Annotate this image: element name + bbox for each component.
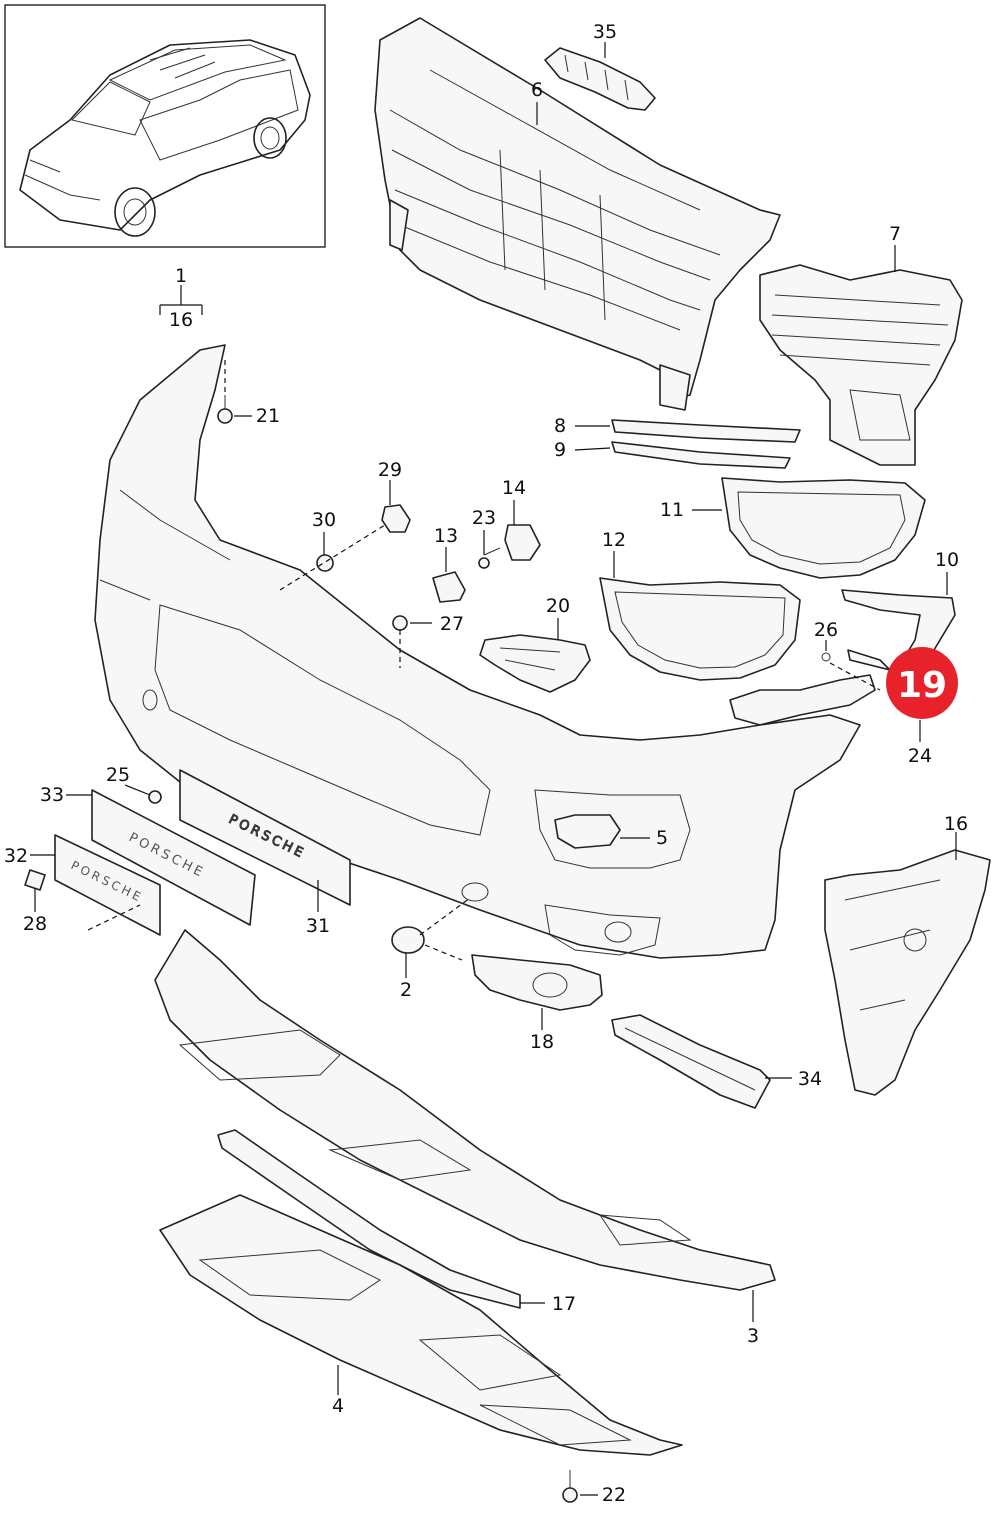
highlight-callout-19: 19 — [886, 647, 958, 719]
part-label: 21 — [256, 405, 280, 427]
dashed-alignment-lines — [87, 360, 881, 961]
part-22-screw — [562, 1470, 578, 1503]
part-label: 5 — [656, 827, 668, 849]
part-16-side-bracket — [824, 849, 991, 1096]
part-number-labels: 1 2 3 4 5 6 7 8 9 10 11 12 13 14 16 16 1… — [4, 21, 968, 1506]
part-34-strip — [611, 1014, 771, 1109]
part-label: 33 — [40, 784, 64, 806]
part-label: 9 — [554, 439, 566, 461]
highlight-circle — [886, 647, 958, 719]
part-label: 20 — [546, 595, 570, 617]
part-2-tow-cap — [391, 926, 425, 954]
part-label: 18 — [530, 1031, 554, 1053]
part-18-fog-frame — [471, 954, 603, 1011]
part-label: 23 — [472, 507, 496, 529]
part-12-headlight-frame — [599, 577, 801, 681]
part-label: 12 — [602, 529, 626, 551]
small-fasteners — [217, 395, 541, 631]
part-11-headlight-frame — [721, 477, 926, 579]
part-label: 31 — [306, 915, 330, 937]
part-label: 29 — [378, 459, 402, 481]
part-label: 7 — [889, 223, 901, 245]
part-label: 26 — [814, 619, 838, 641]
part-label: 14 — [502, 477, 526, 499]
part-label: 22 — [602, 1484, 626, 1506]
part-label: 35 — [593, 21, 617, 43]
part-label: 32 — [4, 845, 28, 867]
part-label: 30 — [312, 509, 336, 531]
part-label: 16 — [169, 309, 193, 331]
part-4-undertray — [159, 1194, 683, 1456]
part-label: 17 — [552, 1293, 576, 1315]
part-label: 16 — [944, 813, 968, 835]
part-7-side-grille — [759, 264, 963, 466]
part-label: 34 — [798, 1068, 822, 1090]
part-label: 28 — [23, 913, 47, 935]
part-6-grille-carrier — [374, 17, 781, 411]
small-screws-lower — [24, 790, 162, 891]
part-label: 6 — [531, 79, 543, 101]
part-label: 27 — [440, 613, 464, 635]
leader-lines — [30, 42, 957, 1496]
part-24-bracket — [729, 652, 876, 726]
vehicle-overview-inset — [4, 4, 326, 248]
part-label: 25 — [106, 764, 130, 786]
part-label: 4 — [332, 1395, 344, 1417]
part-35-bracket — [544, 47, 656, 111]
part-17-strip — [217, 1129, 521, 1309]
part-label: 1 — [175, 265, 187, 287]
part-3-lower-spoiler — [154, 929, 776, 1291]
part-label: 13 — [434, 525, 458, 547]
part-label: 10 — [935, 549, 959, 571]
part-8-9-trim-strips — [611, 419, 801, 469]
part-label: 2 — [400, 979, 412, 1001]
part-1-bumper-cover — [94, 344, 861, 959]
part-label: 8 — [554, 415, 566, 437]
highlight-label: 19 — [897, 665, 947, 706]
part-label: 24 — [908, 745, 932, 767]
part-20-bracket — [479, 634, 591, 693]
part-label: 11 — [660, 499, 684, 521]
part-label: 3 — [747, 1325, 759, 1347]
